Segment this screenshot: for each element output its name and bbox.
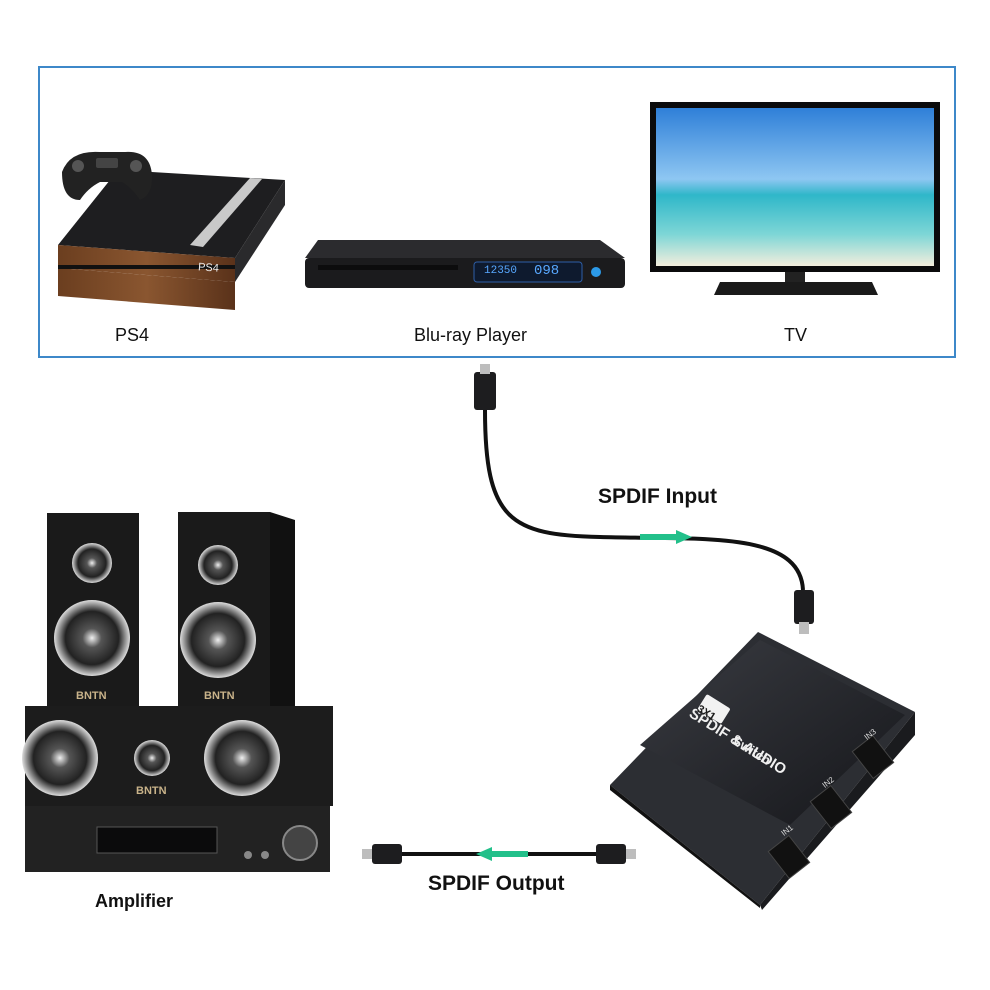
speaker-right-brand: BNTN <box>204 690 235 702</box>
ps4-badge: PS4 <box>197 261 220 275</box>
bluray-display-counter: 12350 <box>484 265 518 277</box>
amplifier-unit <box>25 806 330 872</box>
spdif-input-label: SPDIF Input <box>598 485 717 508</box>
tv-label: TV <box>784 325 808 345</box>
amplifier-label: Amplifier <box>95 891 174 911</box>
bluray-player <box>305 240 625 288</box>
source-devices-box <box>38 66 956 358</box>
input-arrow <box>640 530 692 544</box>
speaker-right <box>178 512 295 716</box>
output-arrow <box>476 847 528 861</box>
spdif-switch-box <box>610 632 915 910</box>
spdif-output-label: SPDIF Output <box>428 872 565 895</box>
center-speaker <box>22 706 333 806</box>
ps4-label: PS4 <box>115 325 150 345</box>
speaker-left <box>47 513 139 711</box>
bluray-display-track: 098 <box>534 263 560 279</box>
bluray-label: Blu-ray Player <box>414 325 528 345</box>
spdif-input-cable <box>474 364 814 634</box>
center-speaker-brand: BNTN <box>136 785 167 797</box>
ps4-console <box>58 170 285 310</box>
speaker-left-brand: BNTN <box>76 690 107 702</box>
television <box>650 102 940 295</box>
ps4-controller <box>62 151 153 200</box>
